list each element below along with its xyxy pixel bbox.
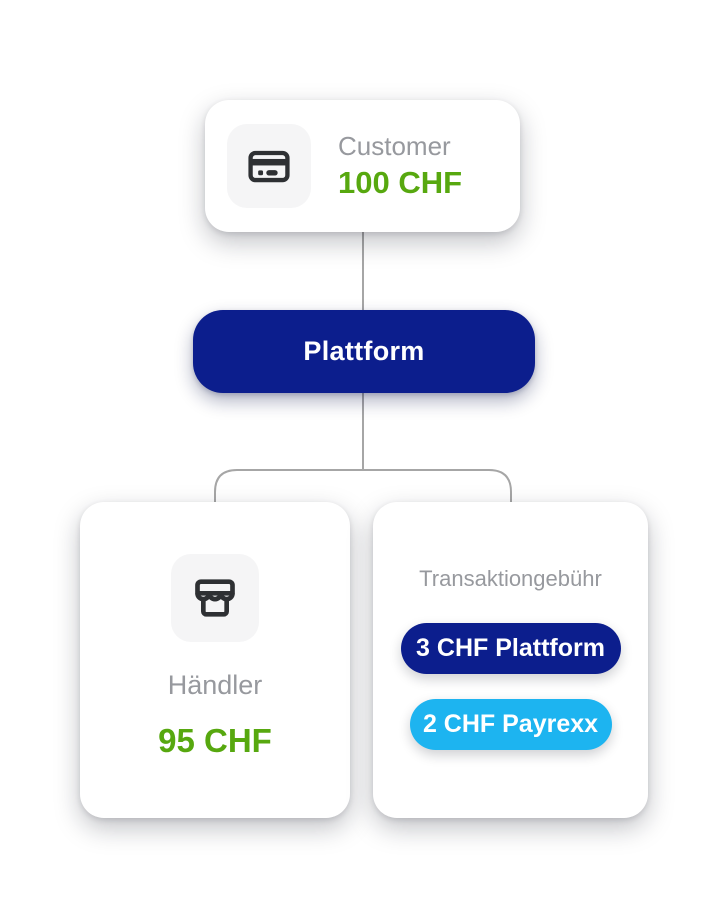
merchant-label: Händler — [167, 670, 263, 700]
customer-label: Customer — [338, 130, 451, 161]
storefront-icon — [195, 579, 235, 617]
merchant-card: Händler 95 CHF — [80, 502, 350, 818]
fee-pill-payrexx: 2 CHF Payrexx — [409, 699, 612, 750]
storefront-icon-box — [171, 554, 259, 642]
customer-text-block: Customer 100 CHF — [338, 130, 463, 201]
platform-node: Plattform — [193, 310, 535, 393]
credit-card-icon — [248, 150, 290, 183]
credit-card-icon-box — [227, 124, 311, 208]
fees-card: Transaktiongebühr 3 CHF Plattform 2 CHF … — [373, 502, 648, 818]
fees-title: Transaktiongebühr — [419, 566, 602, 591]
merchant-amount: 95 CHF — [158, 722, 272, 760]
customer-card: Customer 100 CHF — [205, 100, 520, 232]
customer-amount: 100 CHF — [338, 165, 463, 201]
fee-pill-platform: 3 CHF Plattform — [400, 623, 621, 674]
